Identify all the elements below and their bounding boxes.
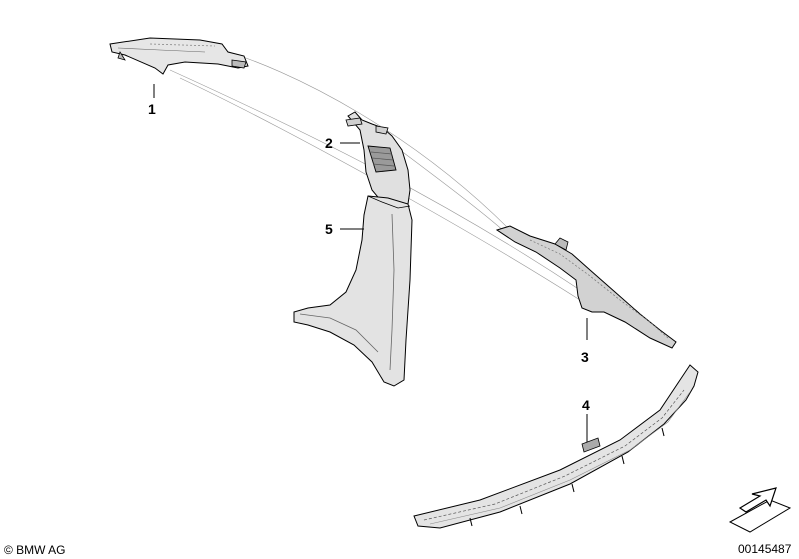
- part-2-trim: [345, 111, 411, 209]
- part-4-trim: [413, 364, 699, 529]
- part-5-trim: [293, 195, 413, 387]
- arrow-icon: [728, 487, 792, 533]
- callout-5: 5: [325, 221, 333, 237]
- diagram-number: 00145487: [738, 542, 792, 556]
- copyright-label: © BMW AG: [4, 543, 66, 557]
- callout-4: 4: [582, 397, 590, 413]
- callout-1: 1: [148, 101, 156, 117]
- part-1-trim: [109, 37, 249, 75]
- callout-3: 3: [581, 349, 589, 365]
- callout-2: 2: [325, 135, 333, 151]
- part-3-trim: [495, 225, 677, 349]
